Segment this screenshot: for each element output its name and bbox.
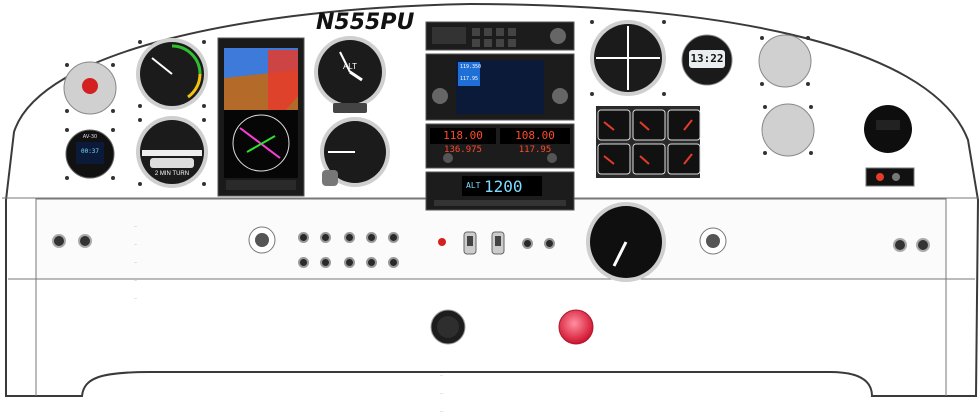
engine-gauge-cluster <box>596 106 701 178</box>
com1-active-value: 118.00 <box>443 129 483 142</box>
placard-left: ... ... ... ... ... <box>134 211 244 307</box>
switch-panel <box>35 198 947 280</box>
breaker-8[interactable] <box>344 257 355 268</box>
breaker-10[interactable] <box>388 257 399 268</box>
turn-coordinator <box>136 116 208 188</box>
airspeed-indicator <box>136 38 208 110</box>
clock-readout: 13:22 <box>690 52 724 65</box>
blank-plate-right-upper <box>758 34 812 88</box>
headset-jack-left-1[interactable] <box>52 234 66 248</box>
altimeter <box>314 36 386 113</box>
primary-flight-display <box>217 37 305 197</box>
master-switch-right[interactable] <box>491 231 505 255</box>
headset-jack-left-2[interactable] <box>78 234 92 248</box>
backup-ai-readout: 00:37 <box>80 148 100 155</box>
com1-active: 118.00 136.975 <box>430 129 496 155</box>
digital-clock <box>681 34 733 86</box>
altimeter-label: ALT <box>342 62 358 71</box>
starter-button[interactable] <box>430 309 466 345</box>
placard-line-2: ... <box>134 241 138 246</box>
placard-bottom: ... ... ... <box>440 360 550 420</box>
breaker-4[interactable] <box>366 232 377 243</box>
ignition-key[interactable] <box>248 226 276 254</box>
placard-bottom-2: ... <box>440 390 444 395</box>
audio-panel <box>425 21 575 51</box>
transponder-mode: ALT <box>466 181 481 190</box>
breaker-2[interactable] <box>320 232 331 243</box>
breaker-11[interactable] <box>522 238 533 249</box>
placard-line-4: ... <box>134 277 138 282</box>
emergency-button[interactable] <box>558 309 594 345</box>
breaker-5[interactable] <box>388 232 399 243</box>
hour-meter <box>864 105 912 153</box>
placard-line-3: ... <box>134 259 138 264</box>
gps-freq-2: 117.95 <box>460 76 479 82</box>
backup-attitude-indicator <box>65 128 115 180</box>
tachometer <box>586 202 666 282</box>
breaker-6[interactable] <box>298 257 309 268</box>
tail-number: N555PU <box>316 10 415 35</box>
transponder-code: 1200 <box>484 177 523 196</box>
breaker-9[interactable] <box>366 257 377 268</box>
placard-bottom-3: ... <box>440 408 444 413</box>
master-switch-left[interactable] <box>463 231 477 255</box>
blank-plate-right-lower <box>761 103 815 157</box>
vertical-speed-indicator <box>320 117 390 187</box>
placard-line-5: ... <box>134 295 138 300</box>
com2-active-value: 108.00 <box>515 129 555 142</box>
warning-light <box>438 238 446 246</box>
backup-ai-label: AV-30 <box>82 134 98 140</box>
blank-plate-left <box>63 61 117 115</box>
com1-standby-value: 136.975 <box>444 145 482 155</box>
course-deviation-indicator <box>590 20 666 96</box>
turn-coordinator-label: 2 MIN TURN <box>154 171 190 177</box>
com2-standby-value: 117.95 <box>518 145 552 155</box>
breaker-7[interactable] <box>320 257 331 268</box>
gps-freq-1: 119.350 <box>460 64 482 70</box>
headset-jack-right-1[interactable] <box>893 238 907 252</box>
headset-jack-right-2[interactable] <box>916 238 930 252</box>
instrument-panel <box>2 2 980 397</box>
placard-bottom-1: ... <box>440 372 444 377</box>
breaker-12[interactable] <box>544 238 555 249</box>
breaker-3[interactable] <box>344 232 355 243</box>
com2-active: 108.00 117.95 <box>500 129 570 155</box>
gps-navigator <box>425 53 575 121</box>
annunciator-panel <box>865 167 915 187</box>
cabin-heat-knob[interactable] <box>699 227 727 255</box>
transponder <box>425 171 575 211</box>
breaker-1[interactable] <box>298 232 309 243</box>
placard-line-1: ... <box>134 223 138 228</box>
